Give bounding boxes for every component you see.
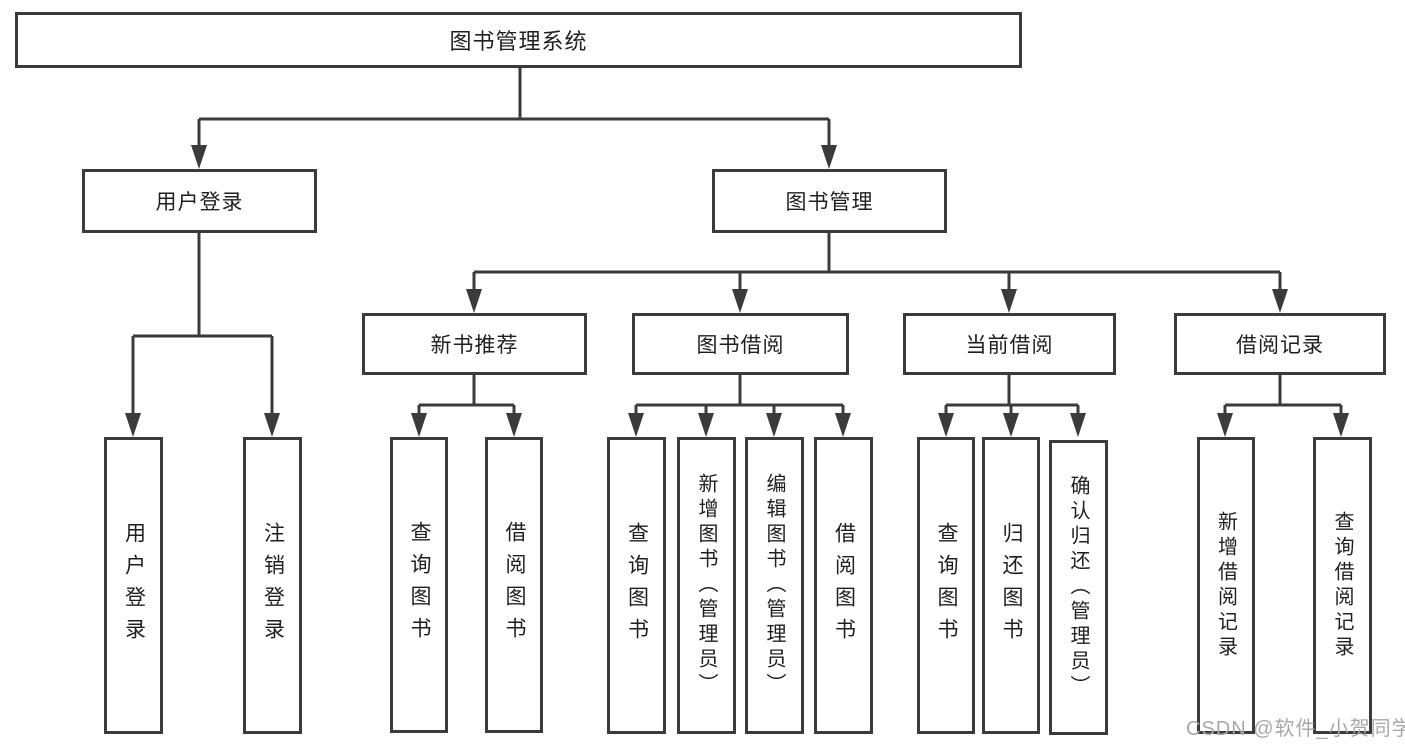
node-user-login-leaf: 用户登录 [104, 437, 163, 734]
node-borrow-records: 借阅记录 [1174, 313, 1386, 375]
node-current-confirm-return-admin-label: 确认归还（管理员） [1067, 475, 1089, 700]
node-records-add-record-label: 新增借阅记录 [1214, 510, 1237, 661]
node-borrowing-edit-books-admin: 编辑图书（管理员） [745, 437, 804, 734]
node-borrowing-borrow-books-label: 借阅图书 [832, 521, 856, 650]
node-user-login: 用户登录 [82, 169, 317, 233]
node-root-label: 图书管理系统 [449, 29, 588, 54]
node-current-query-books: 查询图书 [917, 437, 975, 734]
node-newbooks-query-books: 查询图书 [390, 437, 448, 733]
node-book-management-label: 图书管理 [785, 191, 874, 214]
node-current-borrow: 当前借阅 [903, 313, 1116, 375]
node-current-return-books: 归还图书 [982, 437, 1040, 734]
node-logout-leaf: 注销登录 [243, 437, 302, 734]
node-borrowing-query-books-label: 查询图书 [625, 521, 649, 650]
csdn-watermark: CSDN @软件_小贺同学 [1186, 718, 1405, 740]
node-current-return-books-label: 归还图书 [1000, 521, 1023, 650]
node-newbooks-borrow-books-label: 借阅图书 [503, 521, 526, 649]
node-root: 图书管理系统 [15, 12, 1022, 68]
node-current-borrow-label: 当前借阅 [965, 334, 1054, 357]
node-borrow-records-label: 借阅记录 [1236, 334, 1324, 357]
node-borrowing-add-books-admin-label: 新增图书（管理员） [695, 473, 717, 698]
node-user-login-label: 用户登录 [155, 191, 244, 214]
node-book-borrowing: 图书借阅 [632, 313, 849, 375]
node-logout-leaf-label: 注销登录 [261, 521, 285, 650]
node-borrowing-borrow-books: 借阅图书 [814, 437, 873, 734]
node-borrowing-query-books: 查询图书 [607, 437, 666, 734]
node-current-confirm-return-admin: 确认归还（管理员） [1049, 440, 1108, 735]
node-records-query-record-label: 查询借阅记录 [1331, 510, 1353, 661]
node-newbooks-borrow-books: 借阅图书 [485, 437, 543, 733]
node-book-borrowing-label: 图书借阅 [696, 334, 785, 357]
node-newbooks-query-books-label: 查询图书 [408, 521, 431, 649]
node-borrowing-edit-books-admin-label: 编辑图书（管理员） [763, 473, 785, 698]
node-borrowing-add-books-admin: 新增图书（管理员） [677, 437, 736, 734]
node-user-login-leaf-label: 用户登录 [122, 521, 146, 650]
arrowheads [125, 145, 1349, 437]
node-current-query-books-label: 查询图书 [935, 521, 958, 650]
node-records-add-record: 新增借阅记录 [1197, 437, 1255, 734]
node-new-book-recommend-label: 新书推荐 [430, 334, 519, 357]
node-new-book-recommend: 新书推荐 [362, 313, 587, 375]
node-records-query-record: 查询借阅记录 [1313, 437, 1372, 734]
node-book-management: 图书管理 [712, 169, 947, 233]
